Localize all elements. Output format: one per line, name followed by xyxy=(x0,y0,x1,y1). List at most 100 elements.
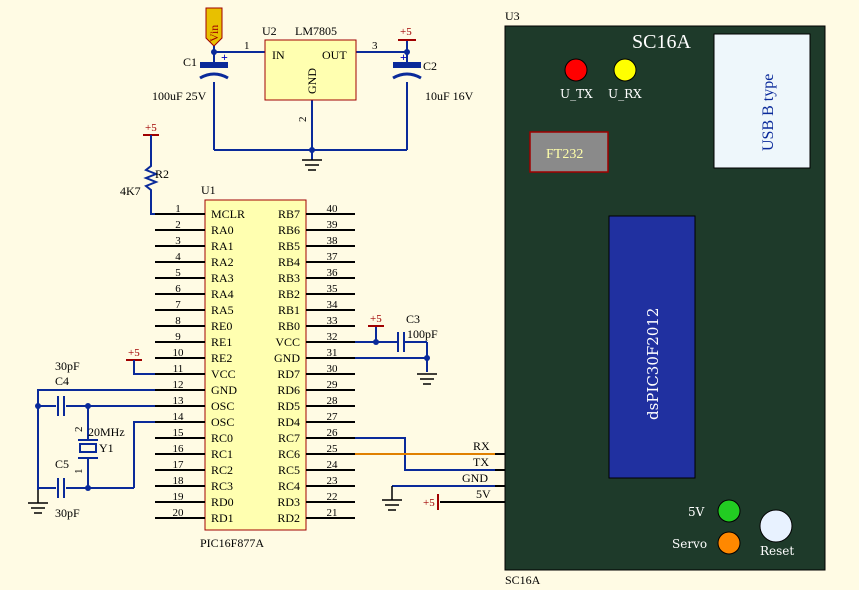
u1-pin-label: RC0 xyxy=(211,431,233,445)
c2-plus: + xyxy=(400,50,407,64)
u1-pin-label: RB5 xyxy=(278,239,300,253)
u2-ref: U2 xyxy=(262,24,277,38)
capacitor-c2: + xyxy=(392,50,422,80)
u1-pin-label: OSC xyxy=(211,415,234,429)
u1-pin-number: 25 xyxy=(327,443,339,455)
u1-pin-label: RB4 xyxy=(278,255,300,269)
u2-pin2: 2 xyxy=(297,117,309,123)
capacitor-c4 xyxy=(57,396,65,416)
svg-text:+5: +5 xyxy=(145,122,157,134)
u1-pin-label: RC1 xyxy=(211,447,233,461)
u1-pin-number: 10 xyxy=(173,347,185,359)
u1-pin-number: 6 xyxy=(175,283,181,295)
u1-pin-number: 1 xyxy=(175,203,181,215)
u1-pin-number: 17 xyxy=(173,459,185,471)
crystal-wires xyxy=(37,389,155,490)
u1-pin-label: MCLR xyxy=(211,207,245,221)
u1-pin-number: 30 xyxy=(327,363,339,375)
c2-ref: C2 xyxy=(423,59,437,73)
u1-pin-number: 35 xyxy=(327,283,339,295)
svg-text:2: 2 xyxy=(73,427,85,433)
u1-pin-number: 21 xyxy=(327,507,338,519)
u2-in: IN xyxy=(272,48,285,62)
c4-value: 30pF xyxy=(55,359,80,373)
u1-pin-label: RE0 xyxy=(211,319,232,333)
svg-text:+5: +5 xyxy=(400,26,412,38)
c1-plus: + xyxy=(221,50,228,64)
u1-pin-number: 37 xyxy=(327,251,339,263)
led-servo xyxy=(717,531,741,555)
reset-button[interactable] xyxy=(759,509,793,543)
u-tx-label: U_TX xyxy=(560,87,593,101)
u1-pin-number: 15 xyxy=(173,427,185,439)
usb-label: USB B type xyxy=(760,74,777,151)
u1-body xyxy=(204,199,307,531)
ft232-label: FT232 xyxy=(546,147,583,162)
led-u-rx xyxy=(613,58,637,82)
u1-pin-label: RC6 xyxy=(278,447,300,461)
power-5v-mclr: +5 xyxy=(143,122,159,136)
c3-ref: C3 xyxy=(406,312,420,326)
u1-pin-label: RA0 xyxy=(211,223,234,237)
u2-pin3: 3 xyxy=(372,40,378,52)
u1-pin-number: 27 xyxy=(327,411,339,423)
u1-pin-number: 31 xyxy=(327,347,338,359)
u1-pin-label: RA1 xyxy=(211,239,234,253)
u1-pin-label: RD3 xyxy=(277,495,300,509)
u1-pin-number: 20 xyxy=(173,507,185,519)
u1-pin-label: RB2 xyxy=(278,287,300,301)
ft232-chip xyxy=(529,131,609,173)
u1-pin-number: 8 xyxy=(175,315,181,327)
u1-pin-number: 40 xyxy=(327,203,339,215)
u1-pin-number: 29 xyxy=(327,379,339,391)
u1-pin-label: GND xyxy=(274,351,300,365)
serial-wires xyxy=(355,437,510,503)
r2-value: 4K7 xyxy=(120,184,141,198)
u1-pin-label: RB7 xyxy=(278,207,300,221)
u1-pin-label: RC5 xyxy=(278,463,300,477)
resistor-r2 xyxy=(143,135,205,215)
u2-out: OUT xyxy=(322,48,347,62)
u2-body xyxy=(264,39,357,101)
sig-gnd: GND xyxy=(462,471,488,485)
u1-pin-label: RE2 xyxy=(211,351,232,365)
c3-value: 100pF xyxy=(407,327,438,341)
u1-pin-label: RA2 xyxy=(211,255,234,269)
u1-pin-number: 19 xyxy=(173,491,185,503)
u1-pin-label: RC3 xyxy=(211,479,233,493)
power-5v-reg: +5 xyxy=(398,26,416,41)
u1-pin-number: 28 xyxy=(327,395,339,407)
u1-pin-label: RD2 xyxy=(277,511,300,525)
u1-pin-number: 39 xyxy=(327,219,339,231)
regulator-wires xyxy=(213,40,408,160)
u1-pin-label: RC2 xyxy=(211,463,233,477)
board-pins xyxy=(495,453,505,503)
u1-pin-number: 26 xyxy=(327,427,339,439)
power-5v-c3: +5 xyxy=(368,313,384,327)
u3-ref: U3 xyxy=(505,9,520,23)
sig-tx: TX xyxy=(473,455,489,469)
c5-ref: C5 xyxy=(55,457,69,471)
vin-port: Vin xyxy=(205,7,223,47)
c5-value: 30pF xyxy=(55,506,80,520)
u1-pin-label: RD4 xyxy=(277,415,300,429)
y1-value: 20MHz xyxy=(88,425,125,439)
u1-pin-label: GND xyxy=(211,383,237,397)
u3-footer: SC16A xyxy=(505,573,541,587)
led-5v xyxy=(717,499,741,523)
u1-pin-number: 7 xyxy=(175,299,181,311)
u2-part: LM7805 xyxy=(295,24,337,38)
ground-symbol-serial xyxy=(382,486,402,511)
capacitor-c1: + xyxy=(199,50,229,80)
u1-pin-label: VCC xyxy=(211,367,236,381)
u1-pin-label: RE1 xyxy=(211,335,232,349)
u1-pin-label: RB3 xyxy=(278,271,300,285)
u1-pin-label: RD7 xyxy=(277,367,300,381)
u1-pin-number: 32 xyxy=(327,331,338,343)
ground-symbol-crystal xyxy=(28,490,48,514)
u1-part: PIC16F877A xyxy=(200,536,264,550)
power-5v-vcc: +5 xyxy=(126,347,142,361)
svg-text:+5: +5 xyxy=(423,497,435,509)
sig-5v: 5V xyxy=(476,487,491,501)
